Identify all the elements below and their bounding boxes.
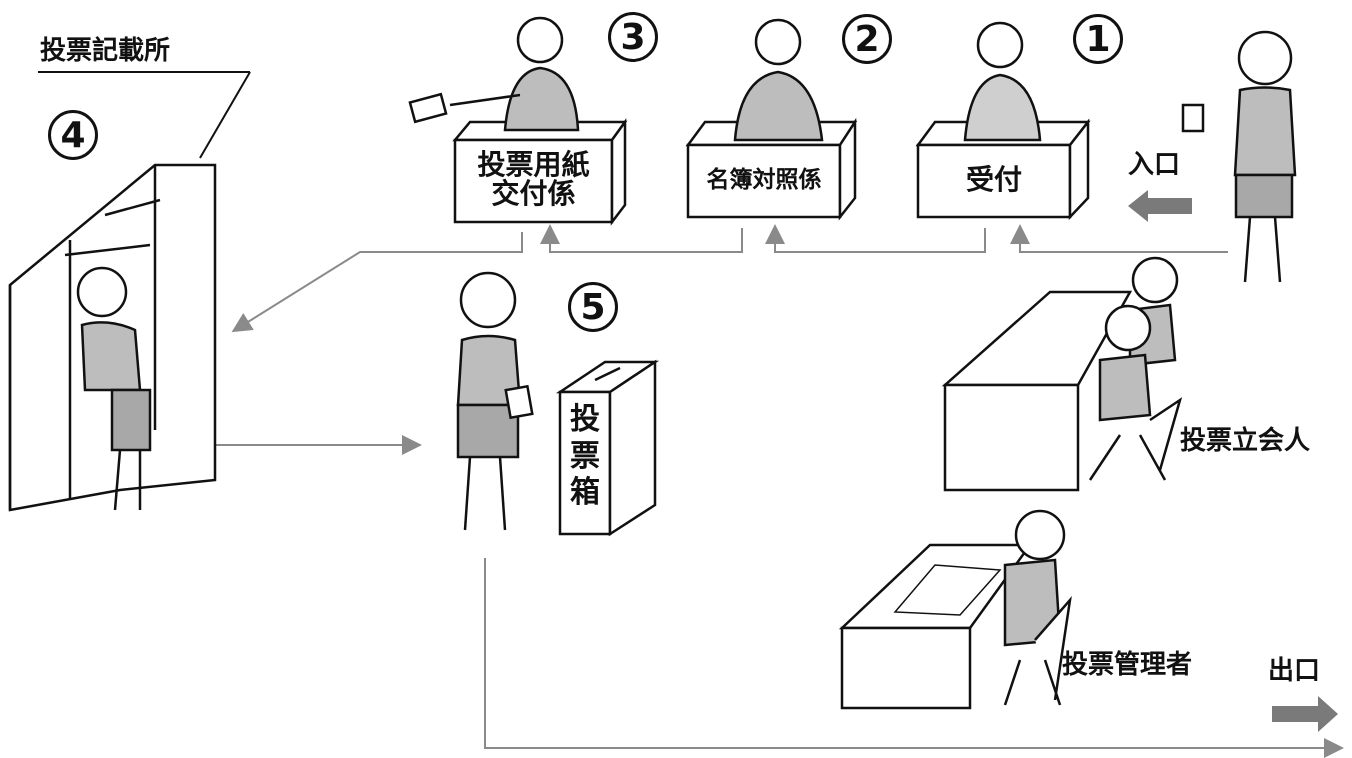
booth-title: 投票記載所	[40, 36, 171, 66]
step-number-2: 2	[842, 14, 892, 64]
witnesses-label: 投票立会人	[1180, 426, 1311, 456]
koufu-sign-line1: 投票用紙	[477, 148, 590, 181]
ballot-box	[555, 359, 660, 537]
uketsuke-sign: 受付	[965, 163, 1022, 196]
flow-lines	[178, 224, 1344, 758]
person-staff-2	[733, 18, 824, 142]
koufu-sign: 投票用紙 交付係	[455, 150, 612, 209]
step-number-5: 5	[568, 282, 618, 332]
person-witnesses	[1088, 256, 1183, 481]
entrance-label: 入口	[1128, 150, 1181, 180]
person-arriving-voter	[1181, 30, 1297, 283]
title-leader	[38, 71, 251, 159]
desk-meibo	[685, 117, 858, 221]
person-staff-3	[408, 16, 580, 132]
ballot-box-char-3: 箱	[570, 475, 600, 511]
manager-label: 投票管理者	[1062, 650, 1193, 680]
witness-table	[941, 290, 1133, 492]
step-number-3: 3	[608, 12, 658, 62]
exit-label: 出口	[1268, 656, 1321, 686]
ballot-box-label: 投 票 箱	[560, 402, 610, 512]
meibo-sign: 名簿対照係	[706, 167, 822, 193]
entrance-arrow	[1128, 190, 1192, 222]
person-manager	[1003, 509, 1072, 706]
step-number-1: 1	[1073, 14, 1123, 64]
person-voter-in-booth	[76, 266, 152, 511]
ballot-box-char-1: 投	[570, 402, 600, 437]
person-staff-1	[963, 21, 1042, 142]
manager-table	[838, 543, 1033, 710]
desk-koufu	[452, 118, 628, 226]
step-number-4: 4	[48, 110, 98, 160]
person-voter-at-box	[456, 271, 534, 531]
exit-arrow	[1272, 696, 1338, 732]
koufu-sign-line2: 交付係	[491, 177, 576, 211]
ballot-box-char-2: 票	[570, 438, 600, 474]
desk-uketsuke	[915, 118, 1091, 221]
